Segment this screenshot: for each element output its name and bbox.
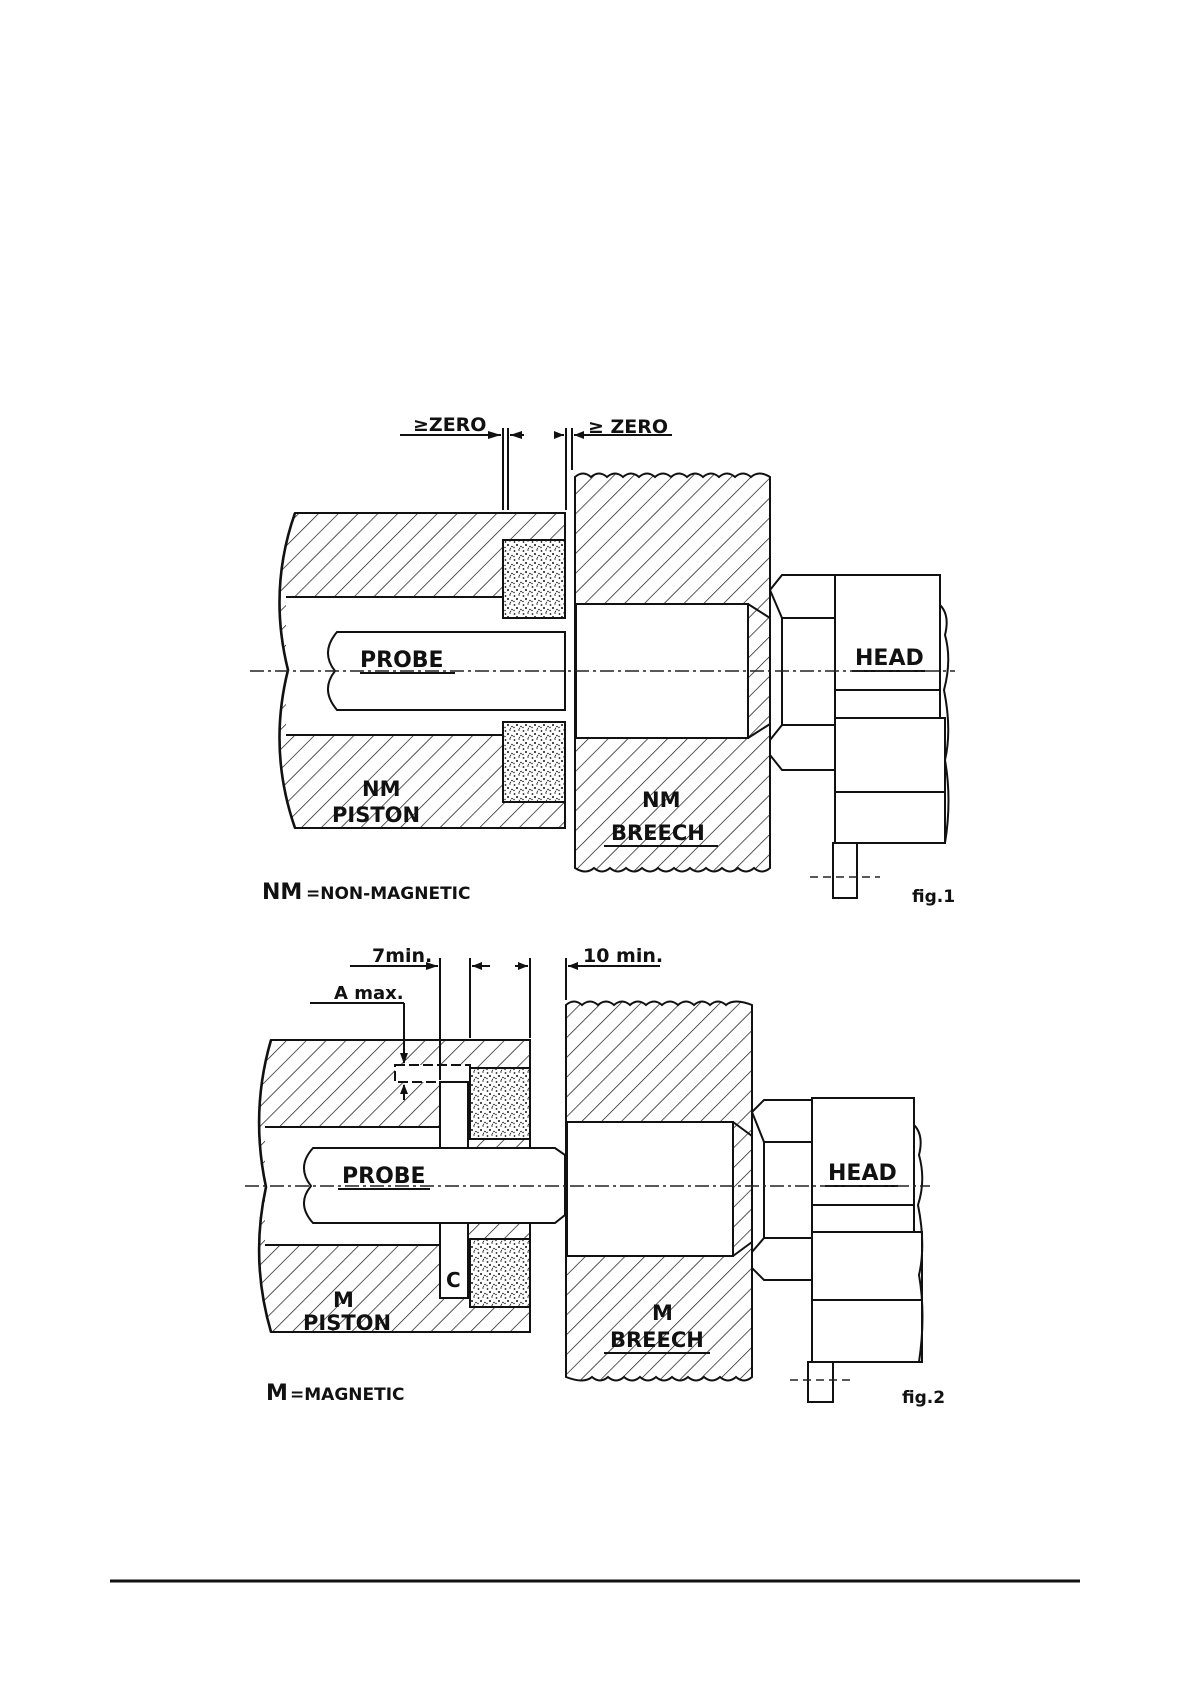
breech-label-1: NM: [642, 788, 680, 812]
head-label-fig2: HEAD: [828, 1161, 897, 1186]
probe-label: PROBE: [360, 648, 444, 673]
c-label: C: [446, 1268, 461, 1292]
amax-label: A max.: [334, 983, 404, 1004]
piston-label-1: NM: [362, 777, 400, 801]
magnet-top: [503, 540, 565, 618]
fig-label-1: fig.1: [912, 887, 955, 907]
legend-text-fig1: =NON-MAGNETIC: [306, 884, 470, 904]
breech-label-2-fig2: BREECH: [610, 1328, 704, 1352]
probe-label-fig2: PROBE: [342, 1164, 426, 1189]
magnet-bottom-fig2: [470, 1239, 530, 1307]
piston-label-2-fig2: PISTON: [303, 1311, 391, 1335]
legend-text-fig2: =MAGNETIC: [290, 1385, 405, 1405]
dim-right-label: 10 min.: [583, 945, 663, 967]
head-label: HEAD: [855, 646, 924, 671]
gap-left-label: ≥ZERO: [413, 414, 486, 436]
figure-2: PROBE C HEAD: [245, 945, 945, 1408]
breech-label-1-fig2: M: [652, 1301, 673, 1325]
piston-label-2: PISTON: [332, 803, 420, 827]
magnet-bottom: [503, 722, 565, 802]
piston-label-1-fig2: M: [333, 1288, 354, 1312]
legend-abbr-fig2: M: [266, 1381, 288, 1406]
magnet-top-fig2: [470, 1068, 530, 1139]
dim-left-label: 7min.: [372, 945, 432, 967]
head-fig2: HEAD: [752, 1098, 923, 1402]
figure-1: PROBE HEAD: [250, 414, 955, 907]
gap-right-label: ≥ ZERO: [588, 416, 668, 438]
head-fig1: HEAD: [770, 575, 949, 898]
fig-label-2: fig.2: [902, 1388, 945, 1408]
breech-label-2: BREECH: [611, 821, 705, 845]
legend-abbr-fig1: NM: [262, 880, 302, 905]
